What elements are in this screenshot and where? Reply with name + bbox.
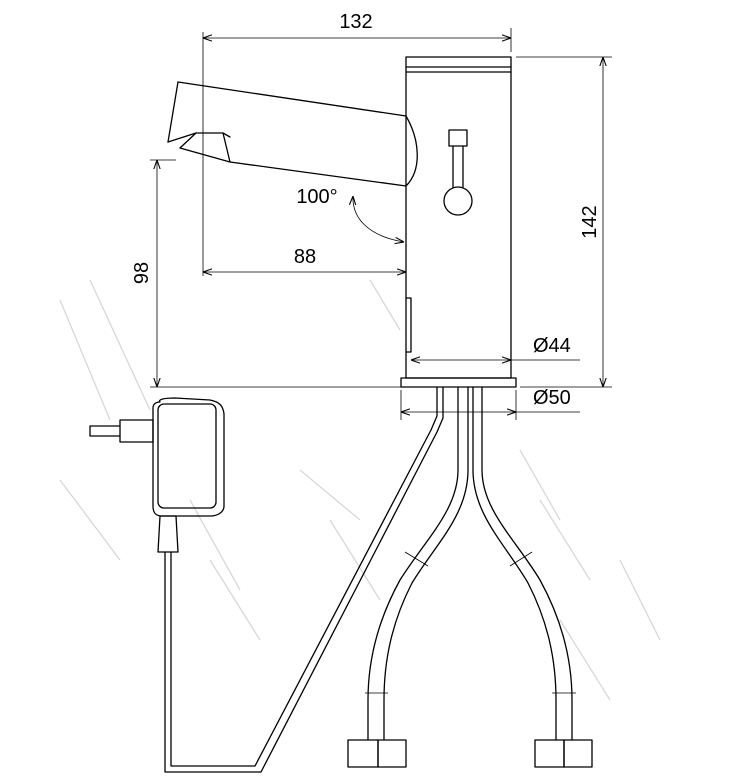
dimension-total-height: 142: [516, 56, 612, 388]
total-height-label: 142: [579, 205, 601, 238]
base-diameter-label: Ø50: [533, 387, 571, 409]
dimension-base-diameter: Ø50: [400, 387, 580, 420]
dimension-spout-reach: 88: [203, 246, 406, 272]
power-adapter: [89, 386, 444, 773]
dimension-body-diameter: Ø44: [411, 335, 580, 360]
control-lever: [443, 129, 473, 216]
body-diameter-label: Ø44: [533, 335, 571, 357]
supply-hoses: [347, 386, 593, 768]
background-hatching: [59, 279, 661, 701]
total-width-label: 132: [339, 11, 372, 33]
spout-height-label: 98: [131, 262, 153, 284]
dimension-spout-angle: 100°: [296, 186, 404, 242]
faucet-spout: [167, 81, 418, 187]
dimension-total-width: 132: [202, 11, 512, 276]
spout-angle-label: 100°: [296, 186, 337, 208]
spout-reach-label: 88: [294, 246, 316, 268]
dimension-spout-height: 98: [131, 159, 401, 388]
faucet-body: [400, 56, 517, 388]
